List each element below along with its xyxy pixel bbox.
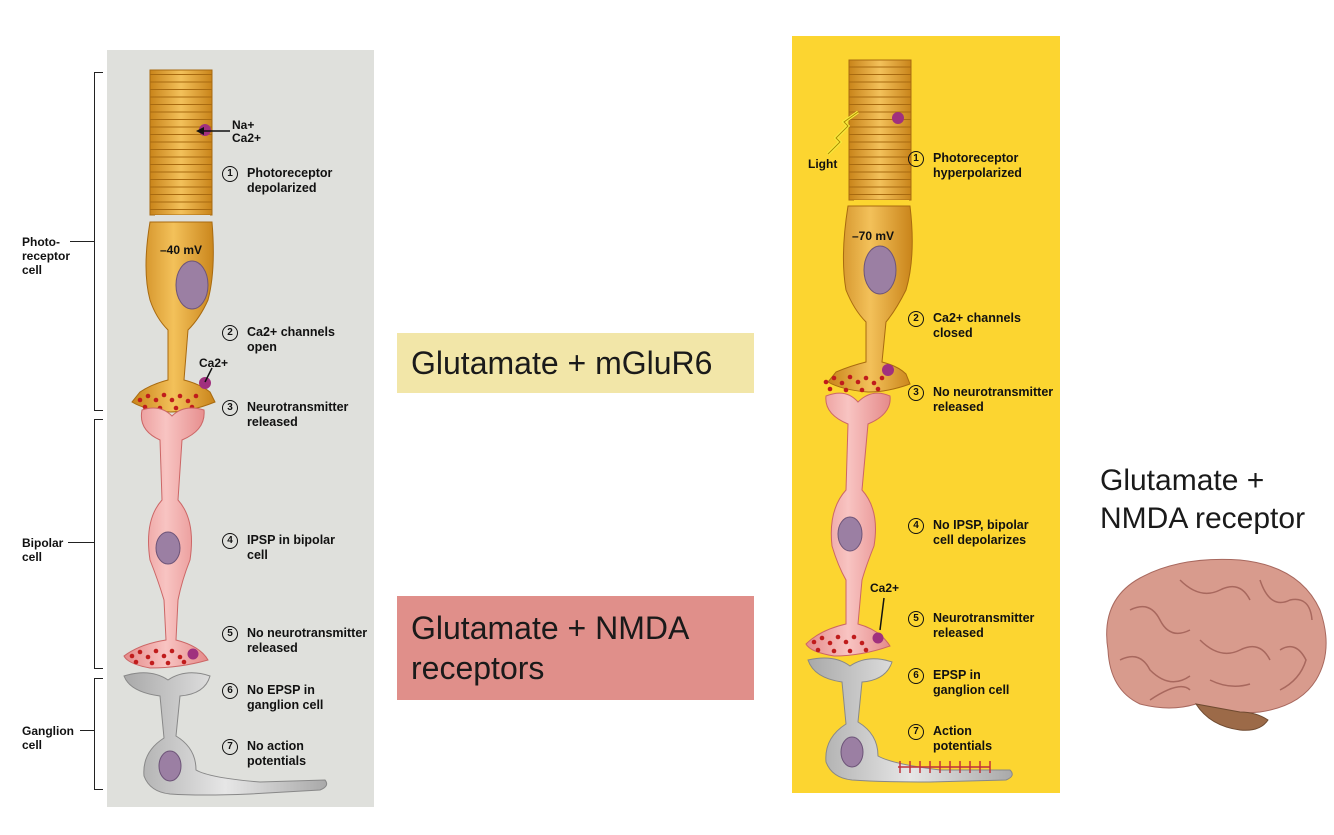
right-ganglion (807, 657, 1013, 783)
glutamate-mglur6-box: Glutamate + mGluR6 (397, 333, 754, 393)
ganglion-label-tick (80, 730, 94, 731)
photoreceptor-cell-label: Photo- receptor cell (22, 235, 71, 277)
right-bipolar (805, 392, 891, 657)
right-vesicles (823, 374, 885, 393)
photoreceptor-bracket (94, 72, 103, 411)
left-photoreceptor (131, 69, 216, 413)
light-label: Light (808, 157, 838, 171)
ganglion-cell-label: Ganglion cell (22, 724, 74, 752)
photoreceptor-label-tick (70, 241, 94, 242)
bipolar-cell-label: Bipolar cell (22, 536, 64, 564)
brain-icon (1106, 558, 1327, 731)
left-ca-arrow (204, 367, 213, 383)
action-potential-ticks (898, 761, 991, 773)
right-photoreceptor (827, 59, 913, 393)
bipolar-label-tick (68, 542, 94, 543)
left-vesicles (137, 392, 199, 411)
glutamate-nmda-receptor-title: Glutamate + NMDA receptor (1100, 464, 1306, 535)
right-ca-label: Ca2+ (870, 581, 900, 595)
right-ca-arrow (879, 597, 885, 631)
glutamate-nmda-box: Glutamate + NMDA receptors (397, 596, 754, 700)
ganglion-bracket (94, 678, 103, 790)
right-voltage-label: –70 mV (852, 229, 895, 243)
left-ion-label: Na+ Ca2+ (232, 118, 262, 145)
left-ganglion (123, 672, 328, 796)
left-ca-label: Ca2+ (199, 356, 229, 370)
left-bipolar-vesicles (129, 648, 187, 666)
right-bipolar-vesicles (811, 634, 869, 654)
left-voltage-label: –40 mV (160, 243, 203, 257)
bipolar-bracket (94, 419, 103, 669)
left-bipolar (123, 407, 209, 669)
